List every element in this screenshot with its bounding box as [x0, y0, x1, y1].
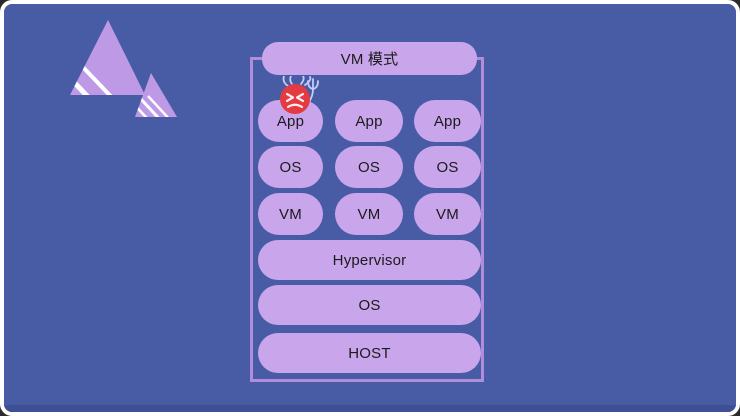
host-box: HOST	[258, 333, 481, 373]
app-box: App	[335, 100, 403, 142]
hypervisor-box: Hypervisor	[258, 240, 481, 280]
guest-os-box: OS	[414, 146, 481, 188]
angry-devil-icon	[280, 76, 319, 114]
host-os-box: OS	[258, 285, 481, 325]
vm-box: VM	[335, 193, 403, 235]
vm-box: VM	[414, 193, 481, 235]
bottom-shadow-strip	[4, 405, 736, 412]
vm-box: VM	[258, 193, 323, 235]
guest-os-box: OS	[258, 146, 323, 188]
guest-os-box: OS	[335, 146, 403, 188]
slide-background: VM 模式 App App App OS OS OS VM VM VM Hype…	[4, 4, 736, 412]
mountain-logo-icon	[70, 20, 177, 117]
panel-title: VM 模式	[262, 42, 477, 75]
app-box: App	[414, 100, 481, 142]
